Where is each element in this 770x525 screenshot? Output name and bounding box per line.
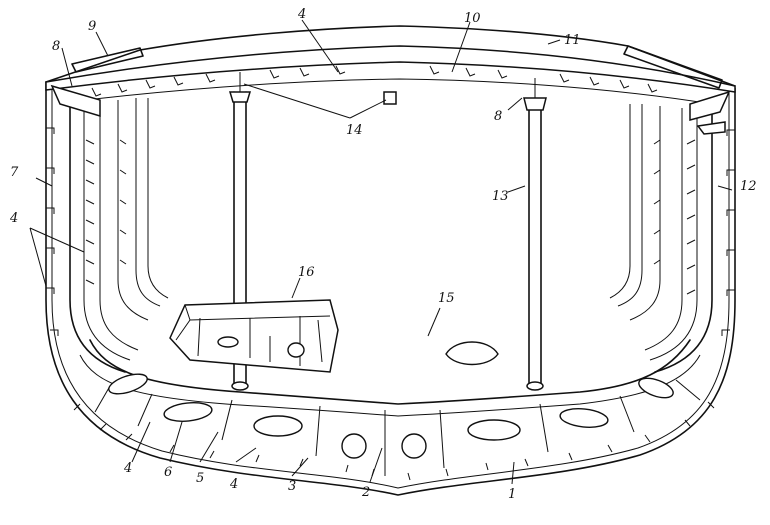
deck-top-surface (45, 25, 736, 87)
label-16: 16 (298, 265, 315, 280)
deck-beam-underside (69, 78, 713, 105)
side-longitudinal-lugs-left (46, 127, 127, 336)
upper-deck-plating (45, 45, 736, 93)
side-frame-right (654, 103, 713, 373)
label-4-bottom: 4 (229, 477, 238, 492)
label-7: 7 (10, 165, 19, 180)
side-frame-left (69, 99, 126, 373)
side-frame-right-inner (644, 108, 683, 351)
side-frame-left-3 (135, 98, 161, 307)
floor-plates (94, 379, 701, 476)
label-14: 14 (346, 123, 363, 138)
lightening-holes (108, 373, 674, 459)
deck-stringer-left (71, 47, 144, 73)
label-15: 15 (438, 291, 455, 306)
label-1: 1 (508, 487, 516, 502)
engine-foundation (169, 299, 339, 373)
label-12: 12 (740, 179, 757, 194)
side-frame-left-flange (83, 110, 131, 361)
label-4-side: 4 (9, 211, 18, 226)
label-5: 5 (196, 471, 204, 486)
deck-beam-lugs (91, 65, 658, 97)
shell-inner-line (51, 84, 730, 489)
beam-knee-left (50, 84, 101, 118)
bottom-longitudinal-lugs (73, 401, 715, 481)
label-6: 6 (164, 465, 172, 480)
label-4-bottom-left: 4 (123, 461, 132, 476)
side-frame-left-inner (99, 104, 139, 351)
beam-knee-right (689, 90, 731, 121)
deck-stringer-right (623, 45, 723, 89)
leader-lines (29, 19, 733, 485)
side-frame-right-4 (609, 104, 631, 299)
deck-centre-stiffener (383, 91, 397, 105)
side-frame-right-flange (649, 112, 698, 361)
label-9: 9 (88, 19, 96, 34)
side-frame-right-2 (629, 106, 661, 321)
label-13: 13 (492, 189, 509, 204)
outer-shell-plating (45, 81, 736, 496)
bracket-right-lower (696, 121, 726, 135)
label-8-pillar: 8 (494, 109, 502, 124)
label-10: 10 (464, 11, 481, 26)
label-8-left: 8 (52, 39, 60, 54)
inner-bottom-boundary (89, 339, 691, 405)
label-3: 3 (288, 479, 296, 494)
label-11: 11 (564, 33, 581, 48)
side-frame-left-4 (147, 98, 169, 299)
pillar-right (523, 78, 547, 391)
label-2: 2 (361, 485, 370, 500)
label-4-deck: 4 (297, 7, 306, 22)
side-frame-left-2 (117, 100, 149, 321)
side-longitudinal-lugs-right (653, 129, 735, 336)
side-frame-right-3 (617, 104, 643, 307)
inner-bottom-edge (79, 354, 701, 417)
inner-bottom-manhole (445, 341, 499, 366)
